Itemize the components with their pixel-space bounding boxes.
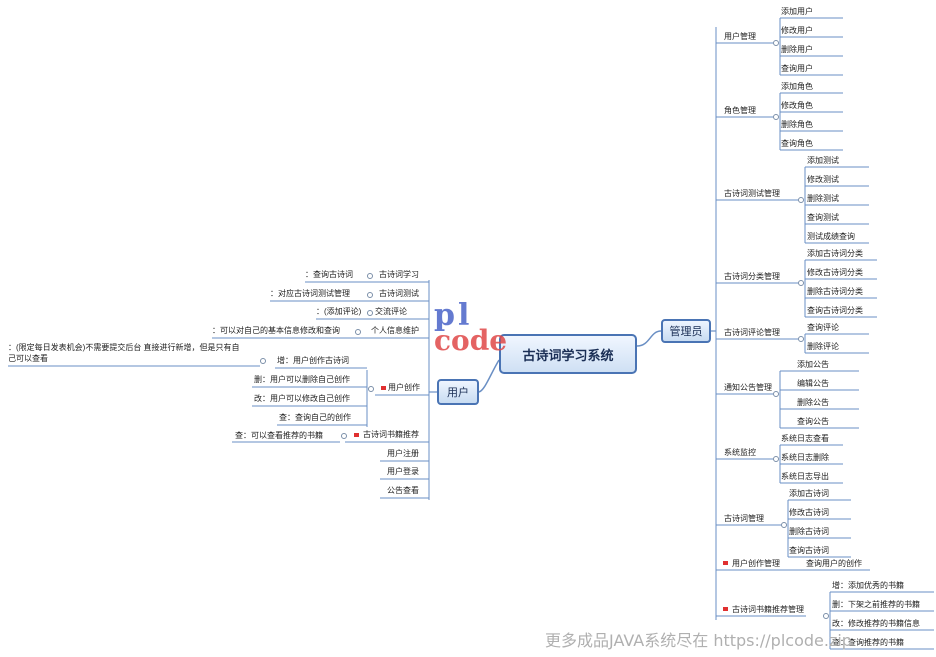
collapse-toggle-icon[interactable]	[823, 613, 829, 619]
admin-leaf[interactable]: 添加古诗词	[789, 489, 829, 498]
admin-leaf[interactable]: 查询用户的创作	[806, 559, 862, 568]
admin-leaf[interactable]: 修改古诗词	[789, 508, 829, 517]
user-branch-label[interactable]: 公告查看	[387, 486, 419, 495]
user-branch-label[interactable]: 古诗词书籍推荐	[363, 430, 419, 439]
admin-leaf[interactable]: 增：添加优秀的书籍	[832, 581, 904, 590]
central-topic[interactable]: 古诗词学习系统	[499, 334, 637, 374]
admin-branch-label[interactable]: 角色管理	[724, 106, 756, 115]
watermark-text: 更多成品JAVA系统尽在 https://plcode.zip	[545, 631, 852, 650]
admin-leaf[interactable]: 查询古诗词分类	[807, 306, 863, 315]
collapse-toggle-icon[interactable]	[367, 310, 373, 316]
collapse-toggle-icon[interactable]	[798, 280, 804, 286]
admin-leaf[interactable]: 查询用户	[781, 64, 813, 73]
admin-branch-label[interactable]: 古诗词分类管理	[724, 272, 780, 281]
admin-branch-label[interactable]: 古诗词书籍推荐管理	[732, 605, 804, 614]
user-branch-note[interactable]: ：查询古诗词	[305, 270, 353, 279]
collapse-toggle-icon[interactable]	[341, 433, 347, 439]
user-branch-label[interactable]: 古诗词测试	[379, 289, 419, 298]
admin-leaf[interactable]: 改：修改推荐的书籍信息	[832, 619, 920, 628]
admin-leaf[interactable]: 添加测试	[807, 156, 839, 165]
admin-branch-label[interactable]: 系统监控	[724, 448, 756, 457]
collapse-toggle-icon[interactable]	[773, 114, 779, 120]
user-branch-label[interactable]: 个人信息维护	[371, 326, 419, 335]
user-branch-label[interactable]: 用户创作	[388, 383, 420, 392]
admin-leaf[interactable]: 添加角色	[781, 82, 813, 91]
admin-leaf[interactable]: 修改用户	[781, 26, 813, 35]
red-flag-icon	[381, 386, 386, 390]
red-flag-icon	[723, 561, 728, 565]
user-branch-note[interactable]: ：对应古诗词测试管理	[270, 289, 350, 298]
admin-leaf[interactable]: 删：下架之前推荐的书籍	[832, 600, 920, 609]
user-leaf[interactable]: 删：用户可以删除自己创作	[254, 375, 350, 384]
collapse-toggle-icon[interactable]	[355, 329, 361, 335]
admin-leaf[interactable]: 查询评论	[807, 323, 839, 332]
user-branch-note[interactable]: ：可以对自己的基本信息修改和查询	[212, 326, 340, 335]
collapse-toggle-icon[interactable]	[367, 273, 373, 279]
user-leaf[interactable]: 改：用户可以修改自己创作	[254, 394, 350, 403]
user-branch-label[interactable]: 用户登录	[387, 467, 419, 476]
admin-topic[interactable]: 管理员	[661, 319, 711, 343]
admin-leaf[interactable]: 查询测试	[807, 213, 839, 222]
admin-leaf[interactable]: 查询古诗词	[789, 546, 829, 555]
collapse-toggle-icon[interactable]	[798, 197, 804, 203]
admin-leaf[interactable]: 删除评论	[807, 342, 839, 351]
collapse-toggle-icon[interactable]	[368, 386, 374, 392]
admin-leaf[interactable]: 编辑公告	[797, 379, 829, 388]
user-branch-label[interactable]: 古诗词学习	[379, 270, 419, 279]
admin-leaf[interactable]: 删除角色	[781, 120, 813, 129]
admin-leaf[interactable]: 系统日志导出	[781, 472, 829, 481]
admin-leaf[interactable]: 查询公告	[797, 417, 829, 426]
admin-leaf[interactable]: 查询角色	[781, 139, 813, 148]
admin-leaf[interactable]: 修改古诗词分类	[807, 268, 863, 277]
collapse-toggle-icon[interactable]	[773, 456, 779, 462]
user-leaf[interactable]: 查：查询自己的创作	[279, 413, 351, 422]
collapse-toggle-icon[interactable]	[367, 292, 373, 298]
admin-branch-label[interactable]: 古诗词管理	[724, 514, 764, 523]
collapse-toggle-icon[interactable]	[773, 40, 779, 46]
user-leaf[interactable]: 查：可以查看推荐的书籍	[235, 431, 323, 440]
user-topic[interactable]: 用户	[437, 379, 479, 405]
red-flag-icon	[354, 433, 359, 437]
collapse-toggle-icon[interactable]	[781, 522, 787, 528]
collapse-toggle-icon[interactable]	[798, 336, 804, 342]
admin-leaf[interactable]: 修改测试	[807, 175, 839, 184]
user-leaf-note[interactable]: ：(限定每日发表机会)不需要提交后台 直接进行新增，但是只有自	[8, 343, 240, 352]
collapse-toggle-icon[interactable]	[260, 358, 266, 364]
connector-curve	[478, 359, 500, 393]
red-flag-icon	[723, 607, 728, 611]
admin-leaf[interactable]: 添加用户	[781, 7, 813, 16]
user-leaf[interactable]: 增：用户创作古诗词	[277, 356, 349, 365]
admin-leaf[interactable]: 系统日志查看	[781, 434, 829, 443]
admin-branch-label[interactable]: 古诗词测试管理	[724, 189, 780, 198]
admin-leaf[interactable]: 删除古诗词	[789, 527, 829, 536]
user-leaf-note[interactable]: 己可以查看	[8, 354, 48, 363]
user-branch-label[interactable]: 交流评论	[375, 307, 407, 316]
admin-leaf[interactable]: 添加古诗词分类	[807, 249, 863, 258]
admin-leaf[interactable]: 删除测试	[807, 194, 839, 203]
admin-leaf[interactable]: 删除公告	[797, 398, 829, 407]
admin-branch-label[interactable]: 用户创作管理	[732, 559, 780, 568]
admin-leaf[interactable]: 测试成绩查询	[807, 232, 855, 241]
user-branch-label[interactable]: 用户注册	[387, 449, 419, 458]
admin-branch-label[interactable]: 通知公告管理	[724, 383, 772, 392]
user-branch-note[interactable]: ：(添加评论)	[316, 307, 362, 316]
admin-leaf[interactable]: 添加公告	[797, 360, 829, 369]
collapse-toggle-icon[interactable]	[773, 391, 779, 397]
admin-leaf[interactable]: 删除用户	[781, 45, 813, 54]
connector-curve	[636, 330, 662, 347]
admin-leaf[interactable]: 系统日志删除	[781, 453, 829, 462]
admin-branch-label[interactable]: 古诗词评论管理	[724, 328, 780, 337]
admin-branch-label[interactable]: 用户管理	[724, 32, 756, 41]
admin-leaf[interactable]: 删除古诗词分类	[807, 287, 863, 296]
admin-leaf[interactable]: 查：查询推荐的书籍	[832, 638, 904, 647]
admin-leaf[interactable]: 修改角色	[781, 101, 813, 110]
